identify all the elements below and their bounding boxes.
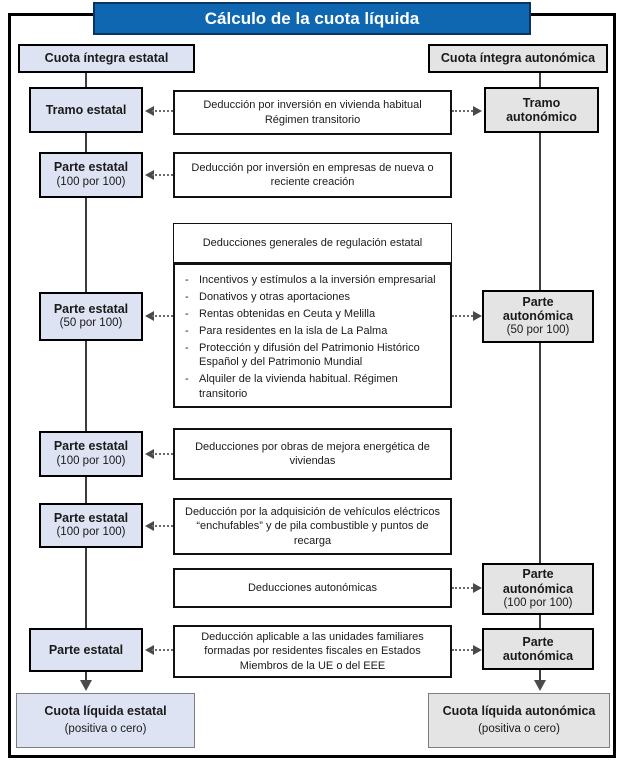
dotted-connector [452, 315, 473, 317]
dotted-connector [152, 649, 173, 651]
box-deduccion-ue: Deducción aplicable a las unidades famil… [173, 625, 452, 678]
node-parte-estatal-100-2: Parte estatal (100 por 100) [39, 431, 143, 477]
arrow-left-icon [145, 521, 154, 531]
box-deduccion-empresas: Deducción por inversión en empresas de n… [173, 152, 452, 198]
arrow-right-icon [473, 583, 482, 593]
list-item: -Rentas obtenidas en Ceuta y Melilla [185, 308, 376, 321]
arrow-left-icon [145, 645, 154, 655]
page-title: Cálculo de la cuota líquida [93, 2, 531, 35]
node-cuota-integra-estatal: Cuota íntegra estatal [18, 44, 195, 73]
node-cuota-integra-autonomica: Cuota íntegra autonómica [428, 44, 608, 73]
box-deduccion-vivienda: Deducción por inversión en vivienda habi… [173, 90, 452, 135]
arrow-left-icon [145, 311, 154, 321]
arrow-right-icon [473, 106, 482, 116]
box-deducciones-generales-header: Deducciones generales de regulación esta… [173, 223, 452, 263]
node-parte-autonomica: Parte autonómica [482, 628, 594, 670]
dotted-connector [152, 110, 173, 112]
node-cuota-liquida-autonomica: Cuota líquida autonómica (positiva o cer… [428, 693, 610, 748]
dotted-connector [152, 453, 173, 455]
regional-spine-line [539, 73, 541, 684]
list-item: -Alquiler de la vivienda habitual. Régim… [185, 373, 398, 400]
dotted-connector [152, 315, 173, 317]
dotted-connector [452, 110, 473, 112]
node-parte-estatal-100-1: Parte estatal (100 por 100) [39, 152, 143, 198]
box-deducciones-autonomicas: Deducciones autonómicas [173, 568, 452, 608]
node-parte-estatal-100-3: Parte estatal (100 por 100) [39, 503, 143, 548]
state-spine-line [85, 73, 87, 684]
arrow-left-icon [145, 106, 154, 116]
arrow-left-icon [145, 449, 154, 459]
list-item: -Donativos y otras aportaciones [185, 291, 351, 304]
list-item: -Para residentes en la isla de La Palma [185, 325, 388, 338]
arrow-down-state-icon [80, 680, 92, 691]
list-item: -Protección y difusión del Patrimonio Hi… [185, 342, 420, 369]
node-cuota-liquida-estatal: Cuota líquida estatal (positiva o cero) [16, 693, 195, 748]
box-deduccion-obras: Deducciones por obras de mejora energéti… [173, 428, 452, 480]
node-tramo-autonomico: Tramo autonómico [484, 87, 599, 133]
node-tramo-estatal: Tramo estatal [29, 87, 143, 133]
node-parte-estatal-50: Parte estatal (50 por 100) [39, 292, 143, 341]
node-parte-estatal: Parte estatal [29, 628, 143, 672]
node-parte-autonomica-50: Parte autonómica (50 por 100) [482, 290, 594, 343]
dotted-connector [152, 174, 173, 176]
arrow-right-icon [473, 645, 482, 655]
arrow-right-icon [473, 311, 482, 321]
node-parte-autonomica-100: Parte autonómica (100 por 100) [482, 563, 594, 615]
arrow-left-icon [145, 170, 154, 180]
dotted-connector [452, 587, 473, 589]
dotted-connector [152, 525, 173, 527]
box-deduccion-vehiculos: Deducción por la adquisición de vehículo… [173, 498, 452, 555]
list-item: -Incentivos y estímulos a la inversión e… [185, 274, 436, 286]
arrow-down-regional-icon [534, 680, 546, 691]
box-deducciones-generales-list: -Incentivos y estímulos a la inversión e… [173, 263, 452, 408]
dotted-connector [452, 649, 473, 651]
